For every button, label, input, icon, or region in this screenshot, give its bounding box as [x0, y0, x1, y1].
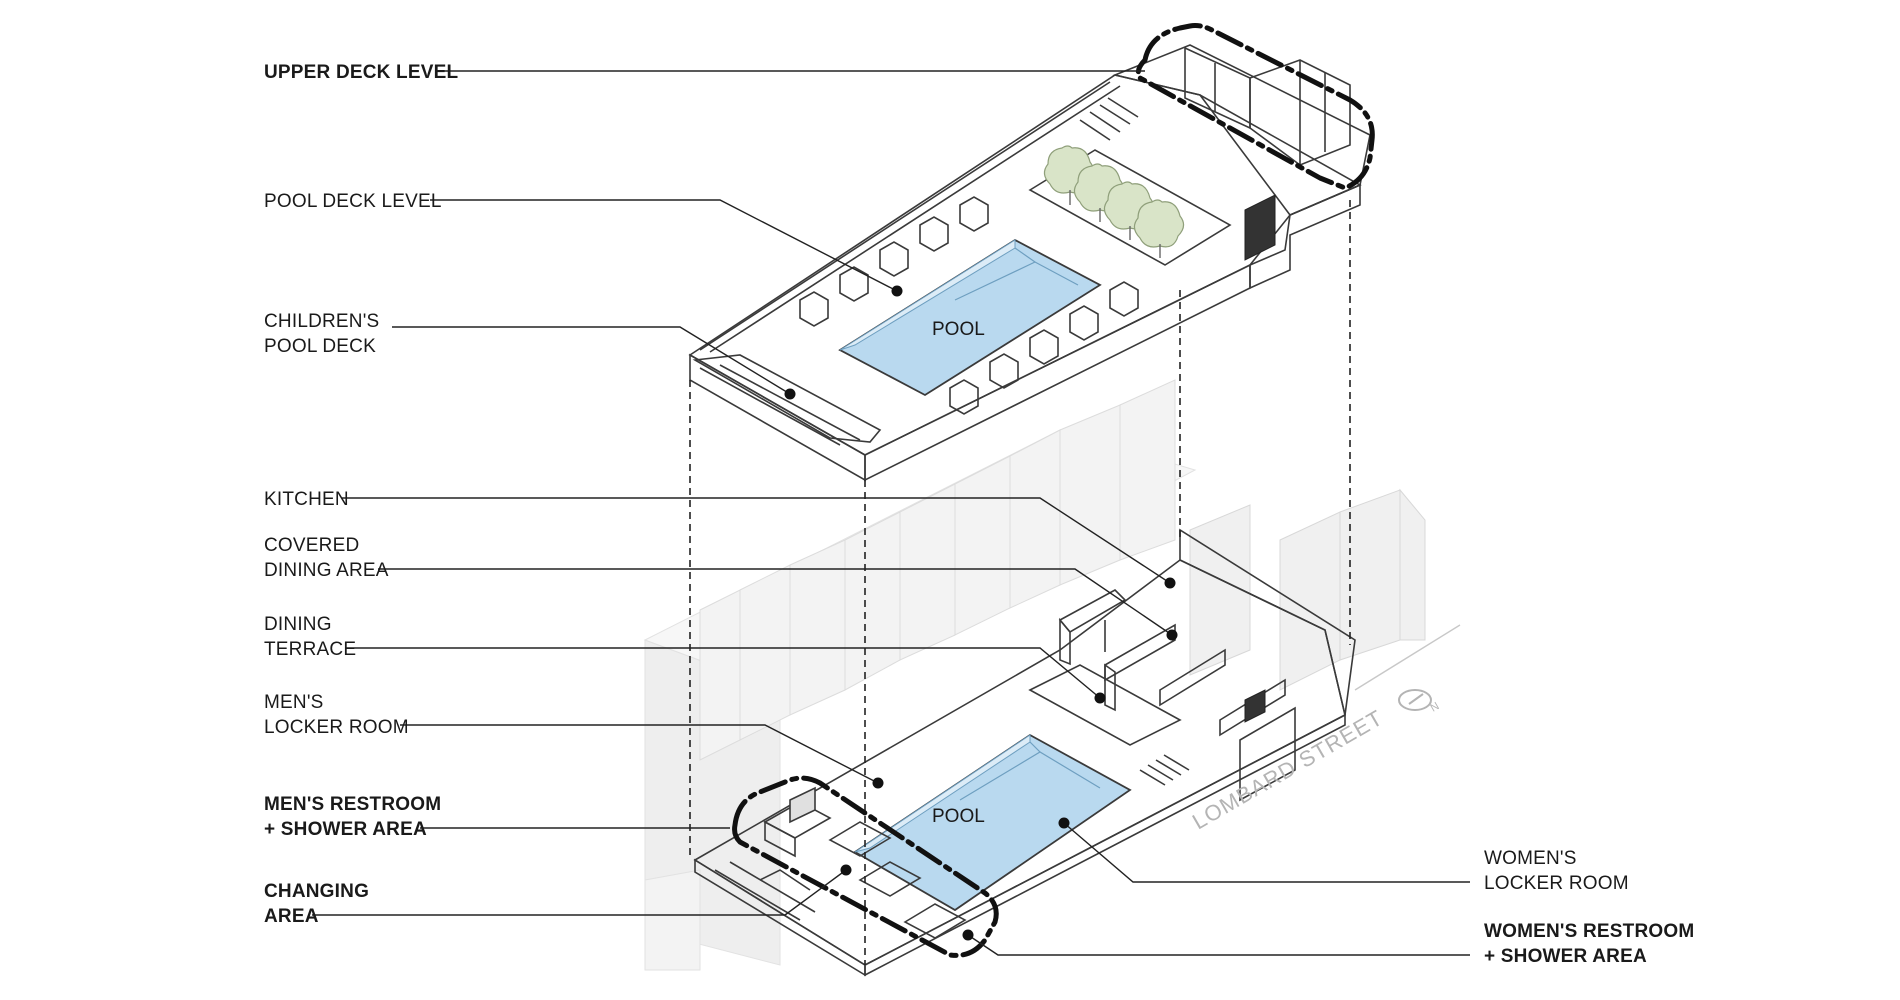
upper-pool-label: POOL [932, 319, 985, 340]
north-arrow: N [1398, 689, 1442, 715]
highlight-outlines [732, 23, 1375, 958]
childrens-pool-deck [692, 354, 882, 446]
label-womens-locker-line1: WOMEN'S [1484, 848, 1577, 869]
lower-pool: POOL [853, 733, 1132, 912]
label-mens-locker-line2: LOCKER ROOM [264, 717, 409, 738]
label-upper-deck-level: UPPER DECK LEVEL [264, 62, 458, 83]
stairs [1079, 97, 1139, 141]
label-womens-restroom-line2: + SHOWER AREA [1484, 946, 1647, 967]
lower-pool-label: POOL [932, 806, 985, 827]
street-label: LOMBARD STREET [1188, 705, 1387, 835]
label-childrens-line2: POOL DECK [264, 336, 376, 357]
label-changing-line1: CHANGING [264, 881, 369, 902]
label-mens-restroom-line2: + SHOWER AREA [264, 819, 427, 840]
label-covered-line2: DINING AREA [264, 560, 389, 581]
label-covered-line1: COVERED [264, 535, 359, 556]
label-kitchen: KITCHEN [264, 489, 349, 510]
planters-front [949, 281, 1139, 415]
entrance-stairs [1139, 754, 1190, 786]
label-dining-line1: DINING [264, 614, 332, 635]
label-mens-locker-line1: MEN'S [264, 692, 324, 713]
label-mens-restroom-line1: MEN'S RESTROOM [264, 794, 441, 815]
neighbor-buildings [643, 379, 1426, 971]
tree-planter [1028, 145, 1232, 266]
restroom-rooms [763, 786, 967, 939]
projection-lines [689, 200, 1351, 965]
upper-pool: POOL [838, 238, 1102, 397]
label-pool-deck-level: POOL DECK LEVEL [264, 191, 442, 212]
planters-back [799, 196, 989, 327]
label-childrens-line1: CHILDREN'S [264, 311, 379, 332]
label-changing-line2: AREA [264, 906, 319, 927]
label-dining-line2: TERRACE [264, 639, 356, 660]
north-label: N [1429, 700, 1442, 714]
upper-deck-structures [1184, 46, 1351, 166]
label-womens-restroom-line1: WOMEN'S RESTROOM [1484, 921, 1694, 942]
label-womens-locker-line2: LOCKER ROOM [1484, 873, 1629, 894]
leader-lines [312, 70, 1470, 956]
upper-level: POOL [688, 44, 1371, 482]
labels: UPPER DECK LEVEL POOL DECK LEVEL CHILDRE… [264, 62, 1694, 967]
